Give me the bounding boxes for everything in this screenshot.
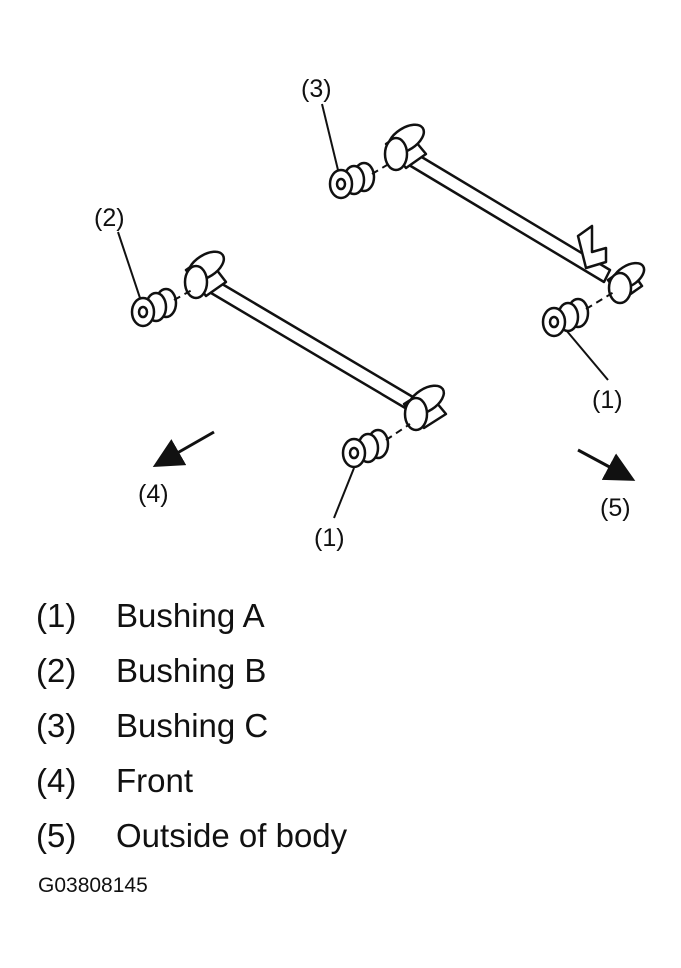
leader-line-bushing-a-left bbox=[333, 467, 355, 519]
lower-link-rear-eye bbox=[402, 384, 448, 432]
assembly-centerlines bbox=[173, 161, 615, 441]
legend-label: Outside of body bbox=[116, 816, 348, 854]
legend: (1) Bushing A (2) Bushing B (3) Bushing … bbox=[36, 588, 347, 863]
legend-label: Bushing A bbox=[116, 596, 265, 634]
legend-number: (3) bbox=[36, 706, 77, 744]
callout-bushing-a-left: (1) bbox=[314, 524, 345, 552]
legend-number: (4) bbox=[36, 761, 77, 799]
legend-item-front: (4) Front bbox=[36, 753, 347, 808]
legend-item-bushing-c: (3) Bushing C bbox=[36, 698, 347, 753]
upper-link-front-eye bbox=[383, 123, 428, 172]
legend-item-bushing-b: (2) Bushing B bbox=[36, 643, 347, 698]
mounting-bracket bbox=[576, 224, 608, 270]
legend-label: Front bbox=[116, 761, 194, 799]
leader-line-bushing-b bbox=[117, 231, 141, 299]
legend-number: (2) bbox=[36, 651, 77, 689]
outside-arrow bbox=[577, 448, 636, 481]
callout-outside: (5) bbox=[600, 494, 631, 522]
leader-line-bushing-a-right bbox=[565, 329, 609, 381]
lateral-link-diagram: (3) (2) (1) (4) (5) (1) bbox=[94, 75, 646, 552]
legend-item-outside: (5) Outside of body bbox=[36, 808, 347, 863]
legend-item-bushing-a: (1) Bushing A bbox=[36, 588, 347, 643]
callout-front: (4) bbox=[138, 480, 169, 508]
legend-number: (1) bbox=[36, 596, 77, 634]
lower-link-front-eye bbox=[183, 250, 228, 300]
legend-number: (5) bbox=[36, 816, 77, 854]
bushing-c-part bbox=[328, 161, 376, 200]
upper-link-rear-eye bbox=[606, 261, 646, 305]
front-arrow bbox=[152, 430, 215, 467]
legend-label: Bushing C bbox=[116, 706, 269, 744]
legend-label: Bushing B bbox=[116, 651, 267, 689]
lower-link-rod bbox=[204, 276, 420, 414]
callout-bushing-b: (2) bbox=[94, 204, 125, 232]
upper-link-rod bbox=[402, 148, 612, 284]
bushing-b-part bbox=[130, 287, 178, 328]
callout-bushing-c: (3) bbox=[301, 75, 332, 103]
figure-id: G03808145 bbox=[38, 874, 148, 897]
callout-bushing-a-right: (1) bbox=[592, 386, 623, 414]
bushing-a-part-left bbox=[341, 428, 390, 469]
leader-line-bushing-c bbox=[321, 103, 339, 171]
